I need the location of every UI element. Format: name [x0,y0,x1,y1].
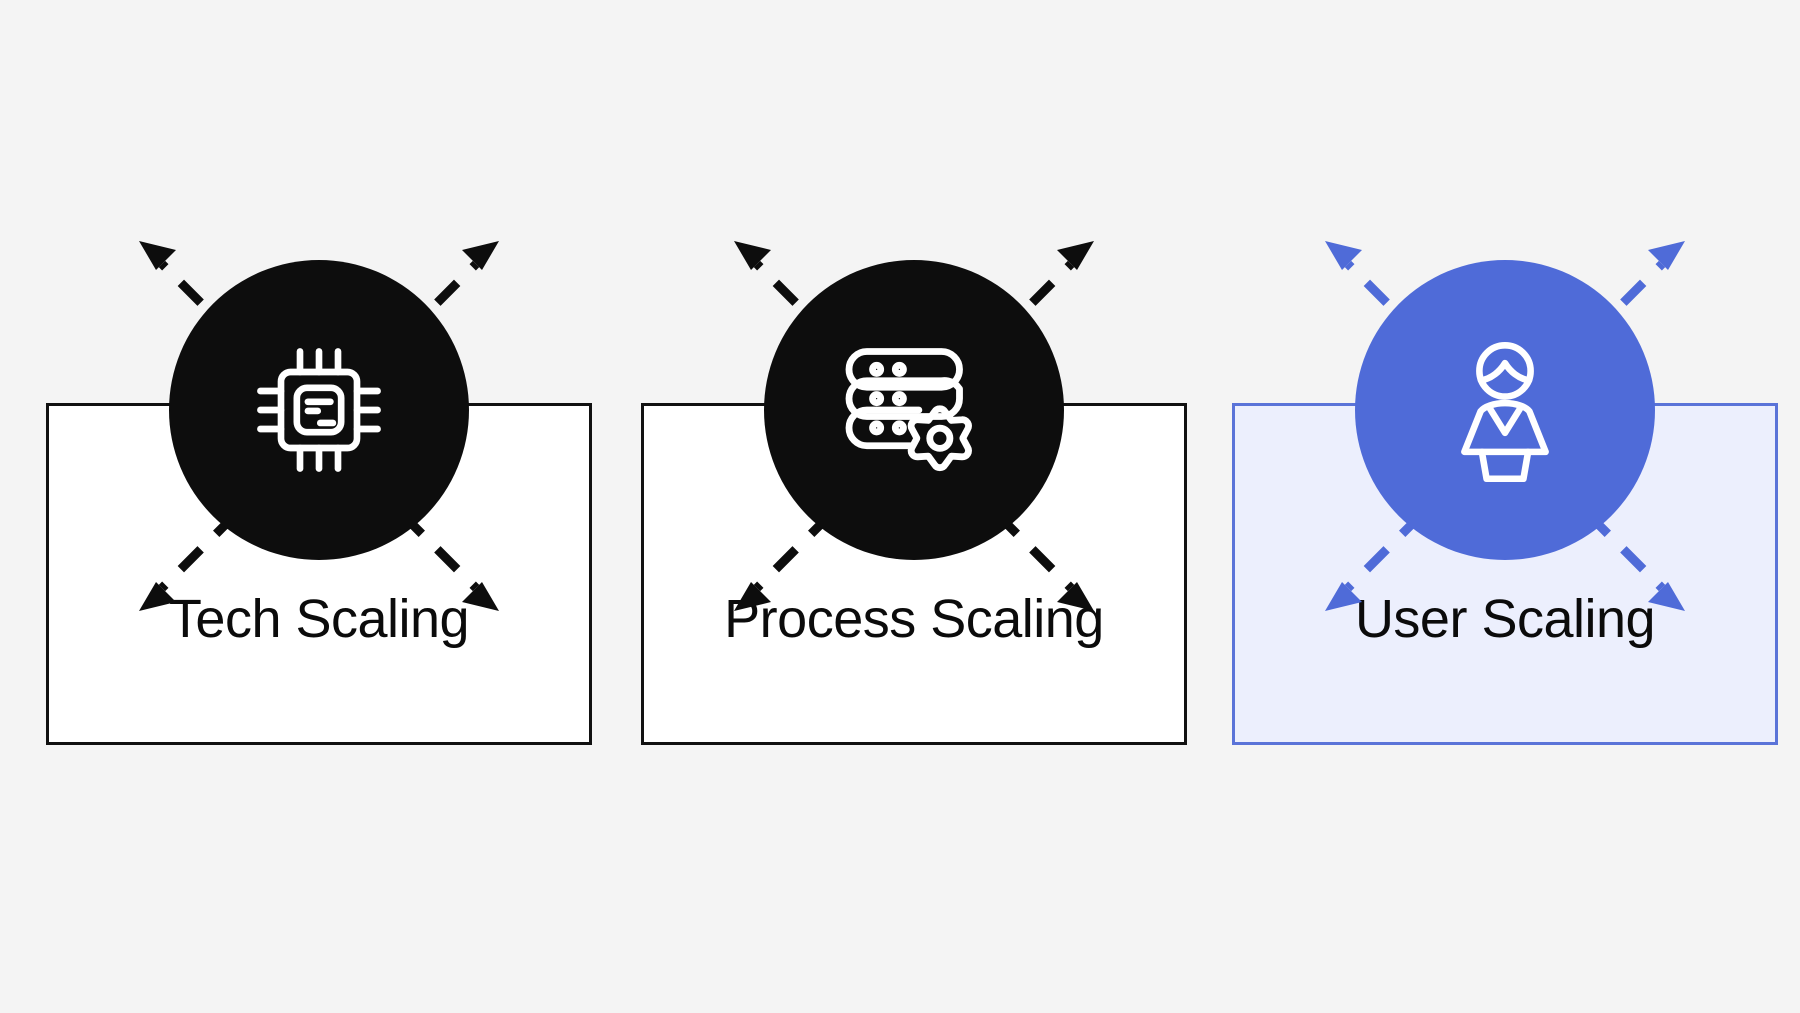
card-label-process-scaling: Process Scaling [724,589,1104,649]
card-process-scaling[interactable]: Process Scaling [641,403,1187,745]
card-label-tech-scaling: Tech Scaling [168,589,470,649]
card-tech-scaling[interactable]: Tech Scaling [46,403,592,745]
arrow-north-east-icon [993,241,1094,342]
arrow-north-west-icon [734,241,835,342]
card-user-scaling[interactable]: User Scaling [1232,403,1778,745]
arrow-north-west-icon [1325,241,1426,342]
arrow-north-west-icon [139,241,240,342]
card-label-user-scaling: User Scaling [1354,589,1656,649]
arrow-north-east-icon [398,241,499,342]
arrow-north-east-icon [1584,241,1685,342]
